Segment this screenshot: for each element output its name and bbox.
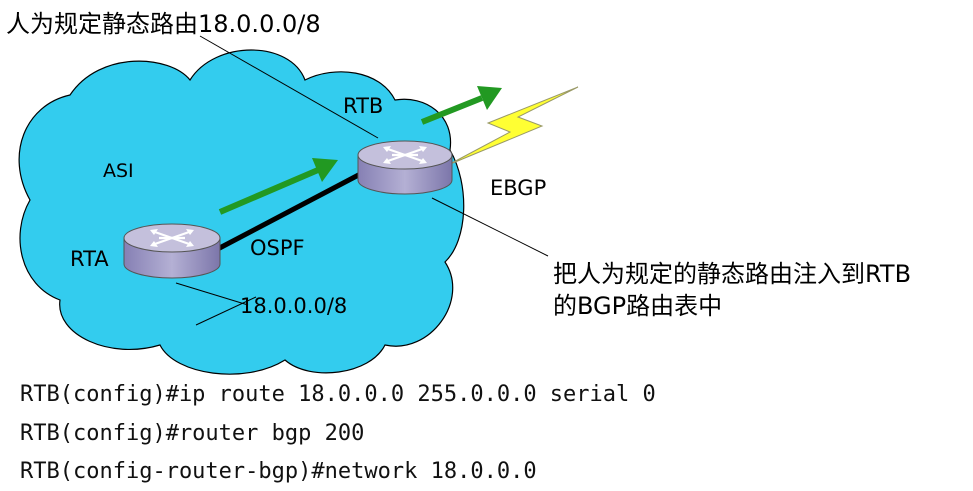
as-label: ASI — [103, 160, 134, 182]
route-advertise-arrow-2 — [420, 86, 502, 125]
annotation-line-1: 把人为规定的静态路由注入到RTB — [553, 260, 912, 288]
page-title: 人为规定静态路由18.0.0.0/8 — [6, 10, 321, 38]
network-pointer-line — [175, 282, 249, 306]
as-cloud — [18, 49, 465, 375]
rtb-label: RTB — [343, 94, 384, 118]
ebgp-label: EBGP — [490, 176, 547, 200]
ospf-link — [210, 167, 370, 255]
network-stub-line — [195, 296, 257, 326]
command-line-1: RTB(config)#ip route 18.0.0.0 255.0.0.0 … — [20, 382, 656, 407]
command-line-2: RTB(config)#router bgp 200 — [20, 421, 365, 446]
route-advertise-arrow-1 — [218, 158, 338, 215]
rta-label: RTA — [70, 247, 109, 271]
network-label: 18.0.0.0/8 — [240, 294, 348, 318]
title-pointer-line — [199, 35, 379, 139]
ospf-label: OSPF — [250, 236, 305, 260]
annotation-pointer-line — [431, 197, 549, 257]
annotation-line-2: 的BGP路由表中 — [553, 292, 723, 320]
command-line-3: RTB(config-router-bgp)#network 18.0.0.0 — [20, 459, 537, 484]
router-rta-icon — [123, 223, 221, 279]
ebgp-lightning-icon — [447, 86, 579, 166]
router-rtb-icon — [357, 140, 453, 195]
